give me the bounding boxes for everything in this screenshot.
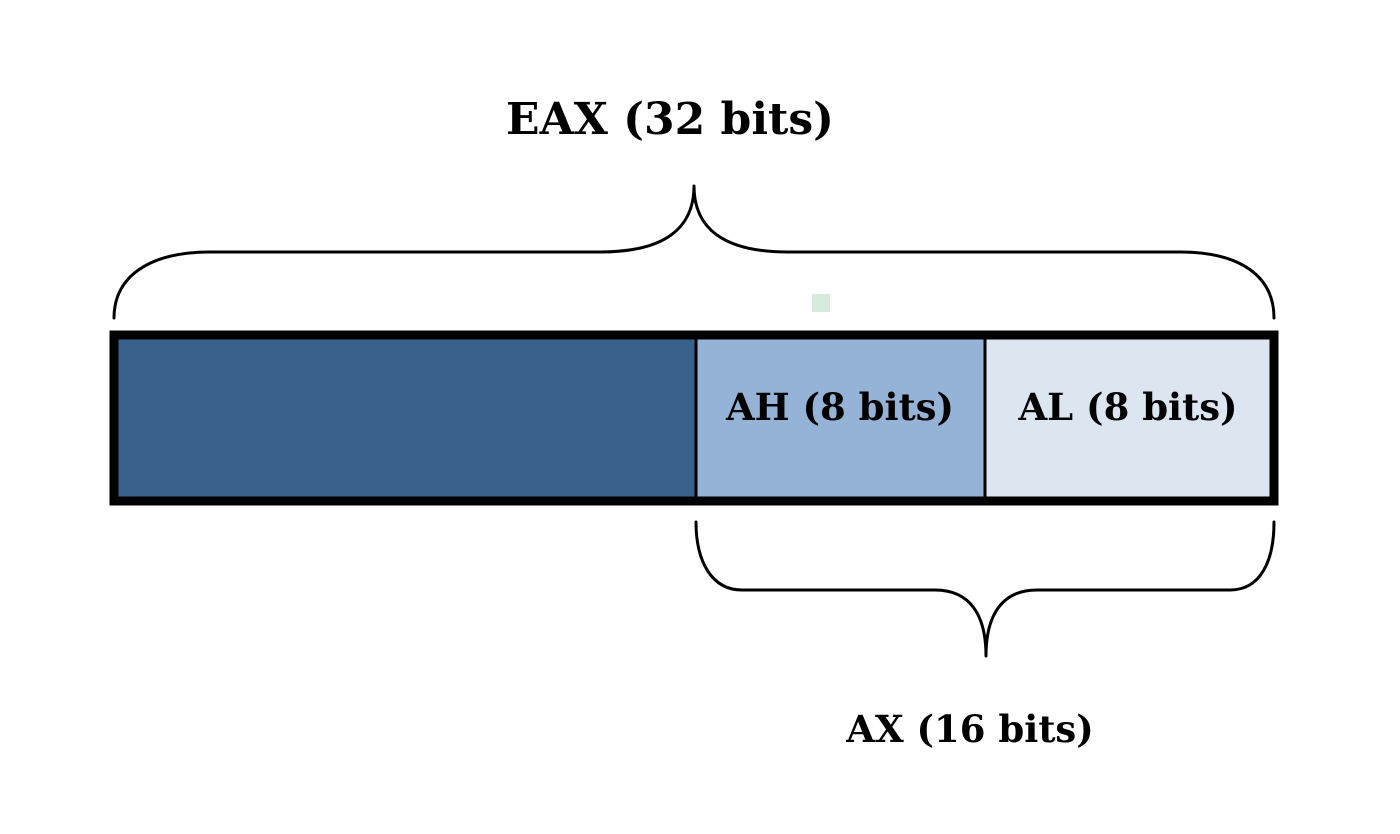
al-segment — [985, 336, 1273, 500]
faint-marker — [812, 294, 830, 312]
ah-segment — [696, 336, 985, 500]
eax-brace — [112, 184, 1276, 320]
al-label: AL (8 bits) — [1017, 385, 1237, 429]
ah-label: AH (8 bits) — [725, 385, 954, 429]
ax-brace — [694, 520, 1276, 658]
eax-label: EAX (32 bits) — [506, 94, 834, 145]
ax-label: AX (16 bits) — [845, 707, 1094, 751]
eax-upper-16-bits-segment — [115, 336, 696, 500]
register-outline — [109, 330, 1279, 506]
